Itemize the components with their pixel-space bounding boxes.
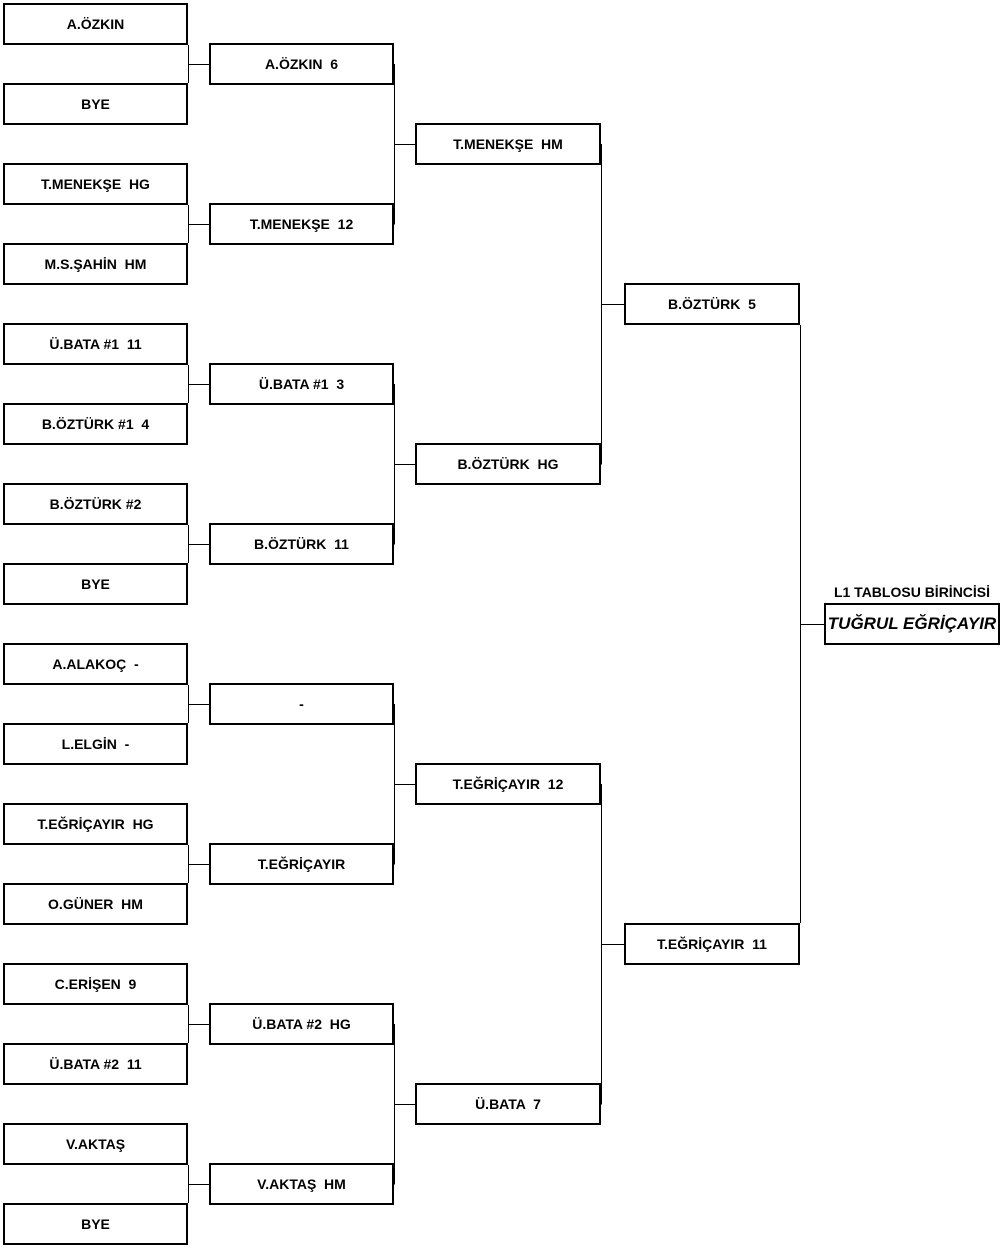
bracket-slot-round1: M.S.ŞAHİN HM: [3, 243, 188, 285]
bracket-slot-round4: T.EĞRİÇAYIR 11: [624, 923, 800, 965]
bracket-slot-round4: B.ÖZTÜRK 5: [624, 283, 800, 325]
bracket-slot-round3: B.ÖZTÜRK HG: [415, 443, 601, 485]
bracket-slot-round3: T.EĞRİÇAYIR 12: [415, 763, 601, 805]
bracket-slot-round1: T.EĞRİÇAYIR HG: [3, 803, 188, 845]
bracket-slot-round2: T.MENEKŞE 12: [209, 203, 394, 245]
bracket-slot-round1: T.MENEKŞE HG: [3, 163, 188, 205]
bracket-slot-round1: BYE: [3, 83, 188, 125]
champion-name-box: TUĞRUL EĞRİÇAYIR: [824, 603, 1000, 645]
bracket-slot-round2: V.AKTAŞ HM: [209, 1163, 394, 1205]
bracket-slot-round3: Ü.BATA 7: [415, 1083, 601, 1125]
bracket-slot-round1: V.AKTAŞ: [3, 1123, 188, 1165]
champion-title: L1 TABLOSU BİRİNCİSİ: [833, 584, 991, 600]
bracket-slot-round1: B.ÖZTÜRK #1 4: [3, 403, 188, 445]
bracket-slot-round2: Ü.BATA #2 HG: [209, 1003, 394, 1045]
bracket-slot-round1: BYE: [3, 1203, 188, 1245]
bracket-slot-round1: A.ÖZKIN: [3, 3, 188, 45]
bracket-slot-round1: A.ALAKOÇ -: [3, 643, 188, 685]
bracket-slot-round2: T.EĞRİÇAYIR: [209, 843, 394, 885]
bracket-slot-round1: B.ÖZTÜRK #2: [3, 483, 188, 525]
bracket-slot-round2: B.ÖZTÜRK 11: [209, 523, 394, 565]
bracket-slot-round2: Ü.BATA #1 3: [209, 363, 394, 405]
bracket-slot-round1: C.ERİŞEN 9: [3, 963, 188, 1005]
bracket-slot-round3: T.MENEKŞE HM: [415, 123, 601, 165]
bracket-slot-round2: A.ÖZKIN 6: [209, 43, 394, 85]
bracket-slot-round1: BYE: [3, 563, 188, 605]
bracket-slot-round1: Ü.BATA #1 11: [3, 323, 188, 365]
bracket-slot-round1: Ü.BATA #2 11: [3, 1043, 188, 1085]
bracket-slot-round1: O.GÜNER HM: [3, 883, 188, 925]
bracket-slot-round1: L.ELGİN -: [3, 723, 188, 765]
bracket-slot-round2: -: [209, 683, 394, 725]
